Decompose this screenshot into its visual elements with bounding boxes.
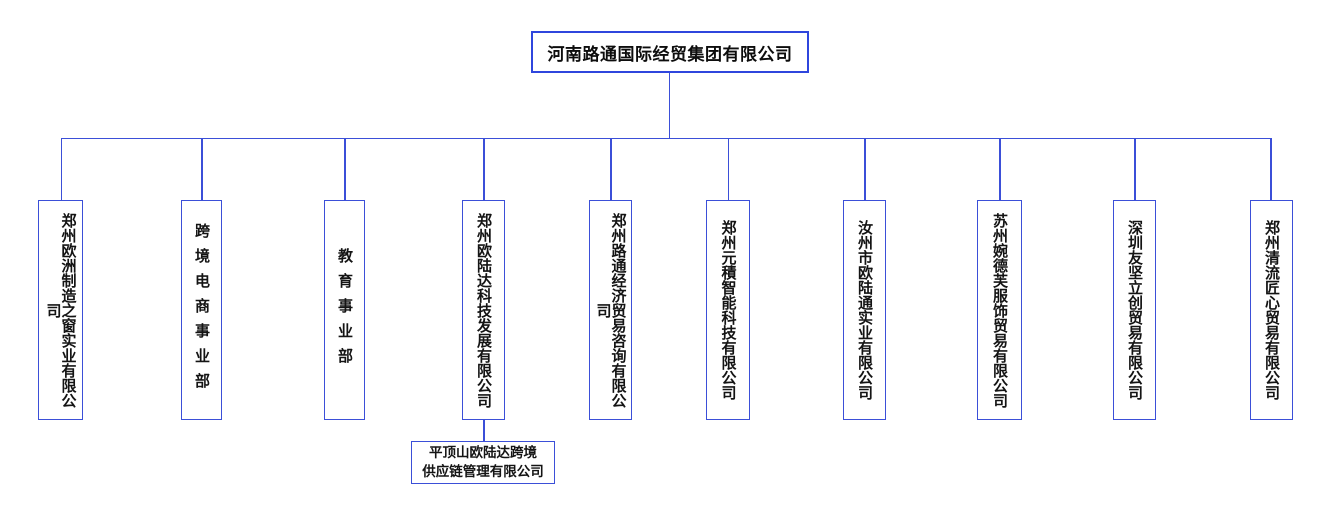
- connector-drop-5: [610, 138, 612, 200]
- connector-root-stem: [668, 73, 671, 138]
- org-node-child-5[interactable]: 郑州路通经济贸易咨询有限公司: [589, 200, 632, 420]
- connector-drop-9: [1134, 138, 1136, 200]
- org-node-child-3[interactable]: 教育事业部: [324, 200, 365, 420]
- org-node-child-6[interactable]: 郑州元積智能科技有限公司: [706, 200, 750, 420]
- org-node-grandchild-1-line2: 供应链管理有限公司: [422, 463, 544, 480]
- org-node-child-8[interactable]: 苏州婉德芙服饰贸易有限公司: [977, 200, 1022, 420]
- connector-drop-10: [1270, 138, 1272, 200]
- org-node-child-1[interactable]: 郑州欧洲制造之窗实业有限公司: [38, 200, 83, 420]
- connector-drop-3: [344, 138, 346, 200]
- org-node-child-9[interactable]: 深圳友坚立创贸易有限公司: [1113, 200, 1156, 420]
- org-node-child-10[interactable]: 郑州清流匠心贸易有限公司: [1250, 200, 1293, 420]
- connector-drop-8: [999, 138, 1001, 200]
- org-node-child-7[interactable]: 汝州市欧陆通实业有限公司: [843, 200, 886, 420]
- connector-drop-2: [201, 138, 203, 200]
- org-node-root[interactable]: 河南路通国际经贸集团有限公司: [531, 31, 809, 73]
- connector-drop-7: [864, 138, 866, 200]
- org-node-grandchild-1[interactable]: 平顶山欧陆达跨境 供应链管理有限公司: [411, 441, 555, 484]
- org-node-child-2[interactable]: 跨境电商事业部: [181, 200, 222, 420]
- connector-bus: [61, 137, 1271, 140]
- org-node-grandchild-1-line1: 平顶山欧陆达跨境: [429, 445, 537, 462]
- connector-drop-4: [483, 138, 485, 200]
- connector-drop-6: [727, 138, 730, 200]
- org-node-child-4[interactable]: 郑州欧陆达科技发展有限公司: [462, 200, 505, 420]
- connector-child4-to-grandchild: [483, 420, 485, 441]
- connector-drop-1: [60, 138, 63, 200]
